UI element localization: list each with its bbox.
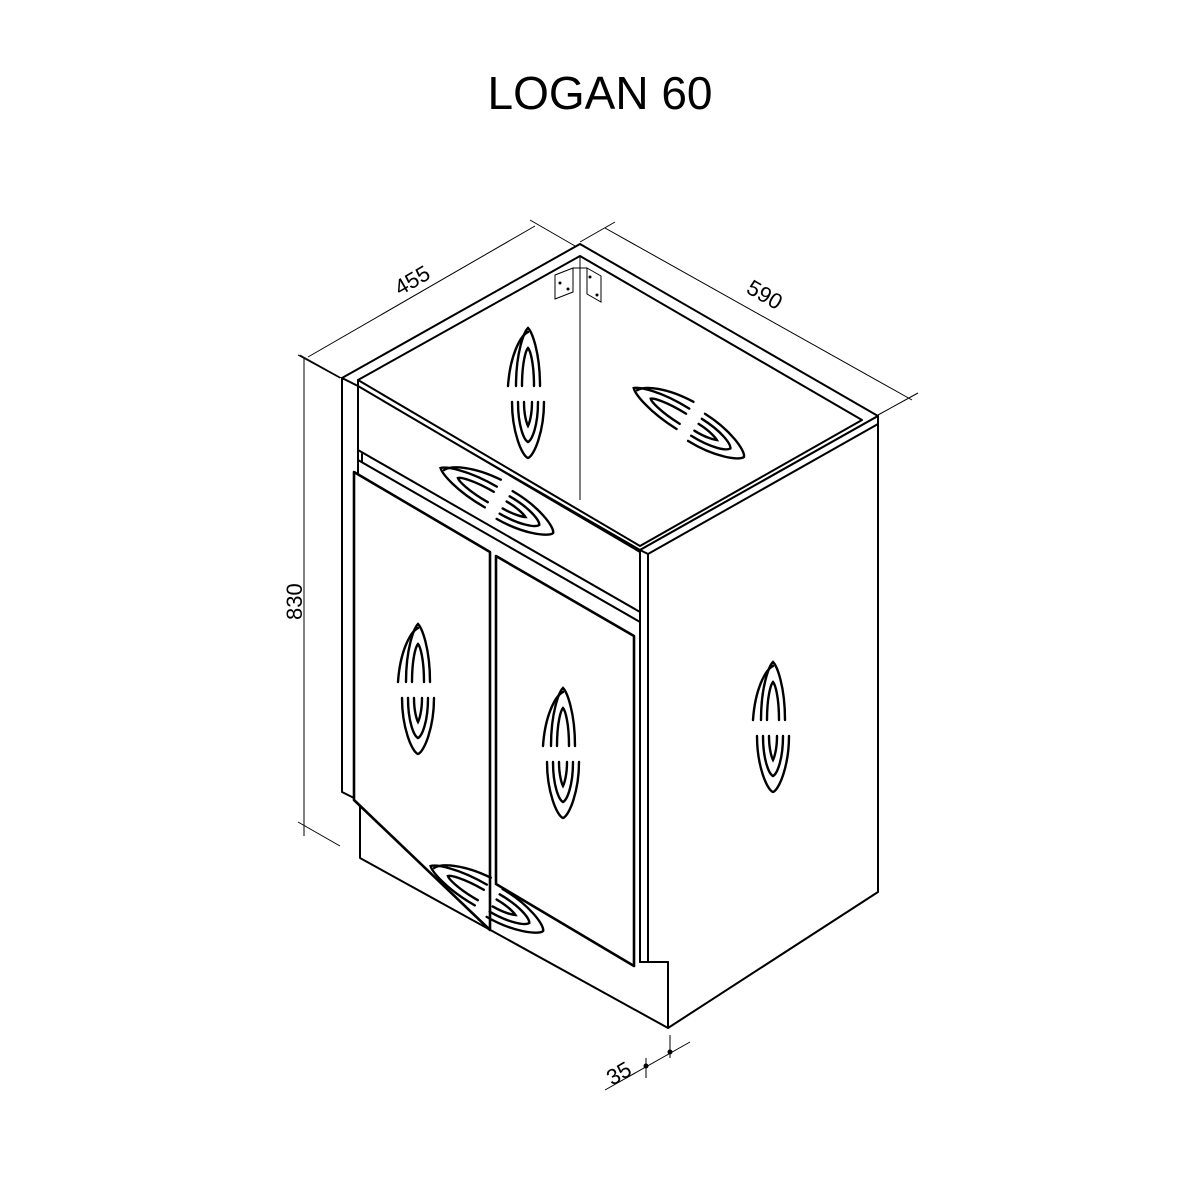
- motif-right-inner: [632, 386, 746, 460]
- depth-label: 455: [390, 260, 434, 300]
- motif-side-panel: [751, 660, 791, 794]
- product-title: LOGAN 60: [487, 67, 713, 119]
- right-door: [494, 554, 636, 968]
- motif-back-panel: [506, 326, 546, 460]
- plinth-label: 35: [602, 1056, 636, 1090]
- cabinet-carcass: [341, 243, 879, 1029]
- motif-left-door: [396, 622, 436, 756]
- dimension-plinth: 35: [602, 1035, 691, 1091]
- motif-plinth: [429, 864, 545, 934]
- plinth: [359, 805, 669, 1029]
- dimension-height: 830: [282, 354, 341, 847]
- motif-right-door: [541, 686, 581, 820]
- corner-bracket: [554, 267, 602, 303]
- height-label: 830: [282, 583, 307, 620]
- motif-top-rail: [439, 466, 555, 536]
